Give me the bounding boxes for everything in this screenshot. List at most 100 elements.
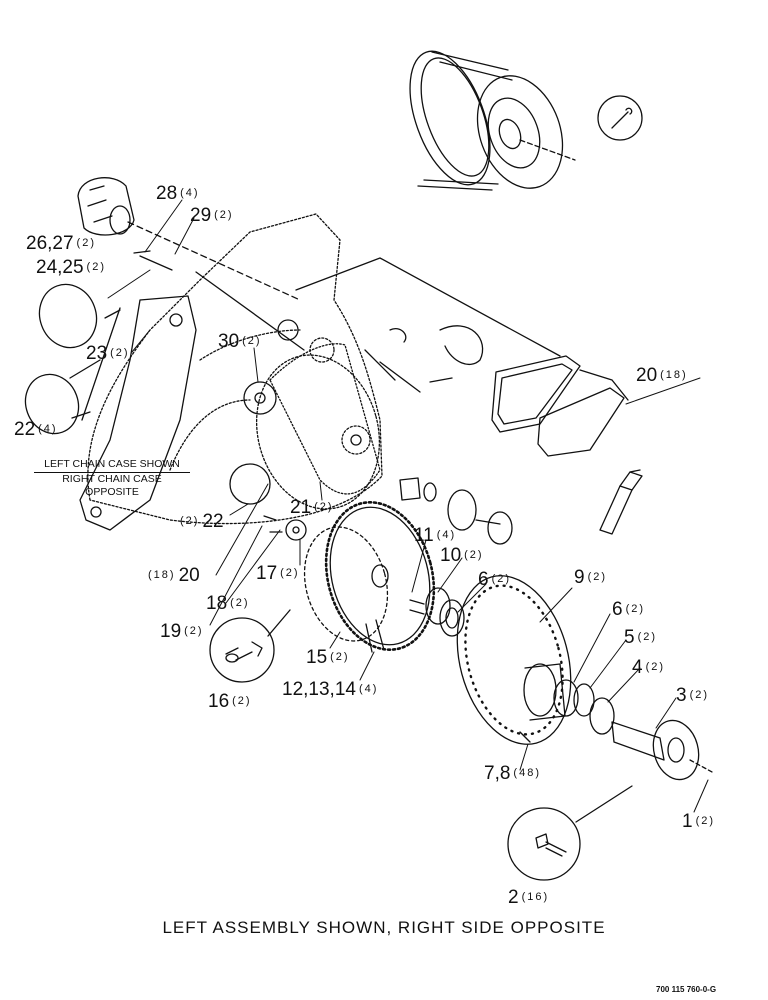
- callout-20-upper: 20(18): [636, 366, 688, 385]
- callout-qty: (2): [695, 815, 716, 828]
- hub-flange-9: [456, 575, 572, 745]
- callout-qty: (2): [242, 335, 262, 348]
- chain-case-note: LEFT CHAIN CASE SHOWN RIGHT CHAIN CASE O…: [34, 458, 190, 499]
- callout-17: 17(2): [256, 564, 300, 583]
- callout-qty: (2): [330, 651, 350, 664]
- chain-link-detail: [209, 609, 291, 683]
- callout-30: 30(2): [218, 332, 262, 351]
- bolt-detail: [507, 785, 633, 881]
- callout-number: 5: [624, 627, 635, 648]
- callout-22-lower: (2)22: [180, 512, 224, 531]
- callout-number: 3: [676, 685, 687, 706]
- callout-number: 28: [156, 183, 178, 204]
- callout-12-13-14: 12,13,14(4): [282, 680, 378, 699]
- callout-qty: (18): [148, 569, 176, 582]
- valve-detail: [597, 95, 643, 141]
- callout-number: 11: [414, 525, 434, 546]
- callout-number: 29: [190, 205, 212, 226]
- callout-number: 6: [612, 599, 623, 620]
- callout-5: 5(2): [624, 628, 657, 647]
- callout-10: 10(2): [440, 546, 484, 565]
- callout-number: 20: [636, 365, 658, 386]
- callout-qty: (2): [110, 347, 130, 360]
- chain-case: [87, 213, 383, 525]
- callout-qty: (2): [689, 689, 710, 702]
- callout-qty: (4): [436, 529, 457, 542]
- document-code: 700 115 760-0-G: [656, 985, 717, 994]
- callout-21: 21(2): [290, 498, 334, 517]
- callout-qty: (2): [184, 625, 204, 638]
- callout-number: 1: [682, 811, 693, 832]
- callout-qty: (2): [180, 515, 200, 528]
- callout-26-27: 26,27(2): [26, 234, 96, 253]
- sprocket-21: [255, 354, 381, 510]
- callout-20-lower: (18)20: [148, 566, 200, 585]
- callout-number: 22: [202, 511, 224, 532]
- sprocket-15: [303, 501, 436, 651]
- case-note-line1: LEFT CHAIN CASE SHOWN: [34, 458, 190, 473]
- callout-number: 19: [160, 621, 182, 642]
- upper-sprockets: [133, 250, 484, 455]
- callout-qty: (2): [637, 631, 658, 644]
- callout-number: 10: [440, 545, 462, 566]
- callout-number: 21: [290, 497, 312, 518]
- callout-number: 22: [14, 419, 36, 440]
- figure-caption: LEFT ASSEMBLY SHOWN, RIGHT SIDE OPPOSITE: [162, 918, 606, 937]
- callout-11: 11(4): [414, 526, 456, 545]
- callout-19: 19(2): [160, 622, 204, 641]
- wheel-rim: [409, 50, 576, 191]
- callout-qty: (4): [358, 683, 379, 696]
- cylinder: [599, 469, 643, 535]
- callout-2: 2(16): [508, 888, 549, 907]
- callout-qty: (2): [645, 661, 666, 674]
- callout-1: 1(2): [682, 812, 715, 831]
- callout-29: 29(2): [190, 206, 234, 225]
- callout-number: 17: [256, 563, 278, 584]
- callout-6-lower: 6(2): [612, 600, 645, 619]
- covers: [24, 283, 271, 505]
- callout-qty: (2): [464, 549, 484, 562]
- callout-16: 16(2): [208, 692, 252, 711]
- callout-number: 18: [206, 593, 228, 614]
- callout-number: 23: [86, 343, 108, 364]
- callout-qty: (2): [230, 597, 250, 610]
- callout-number: 6: [478, 569, 489, 590]
- callout-18: 18(2): [206, 594, 250, 613]
- callout-qty: (48): [513, 767, 541, 780]
- axle-spindle: [611, 719, 713, 781]
- hub-17: [263, 515, 307, 541]
- callout-number: 7,8: [484, 763, 511, 784]
- callout-qty: (2): [625, 603, 646, 616]
- side-covers: [491, 355, 629, 457]
- callout-15: 15(2): [306, 648, 350, 667]
- drive-chain: [269, 343, 381, 495]
- callout-leaders: [107, 199, 709, 813]
- callout-4: 4(2): [632, 658, 665, 677]
- callout-qty: (2): [214, 209, 234, 222]
- callout-number: 30: [218, 331, 240, 352]
- callout-number: 2: [508, 887, 519, 908]
- callout-24-25: 24,25(2): [36, 258, 106, 277]
- callout-qty: (2): [491, 573, 512, 586]
- callout-7-8: 7,8(48): [484, 764, 541, 783]
- callout-qty: (2): [232, 695, 252, 708]
- callout-qty: (2): [280, 567, 300, 580]
- shaft-bearings: [365, 477, 513, 653]
- case-note-line2: RIGHT CHAIN CASE OPPOSITE: [62, 473, 162, 498]
- callout-number: 16: [208, 691, 230, 712]
- callout-number: 15: [306, 647, 328, 668]
- callout-9: 9(2): [574, 568, 607, 587]
- callout-number: 12,13,14: [282, 679, 356, 700]
- callout-qty: (4): [38, 423, 58, 436]
- callout-qty: (2): [76, 237, 96, 250]
- callout-qty: (16): [521, 891, 550, 904]
- leader-lines: [69, 255, 561, 421]
- callout-3: 3(2): [676, 686, 709, 705]
- callout-qty: (2): [587, 571, 608, 584]
- callout-number: 24,25: [36, 257, 84, 278]
- seals: [553, 679, 615, 735]
- callout-number: 26,27: [26, 233, 74, 254]
- callout-qty: (2): [86, 261, 106, 274]
- callout-6-upper: 6(2): [478, 570, 511, 589]
